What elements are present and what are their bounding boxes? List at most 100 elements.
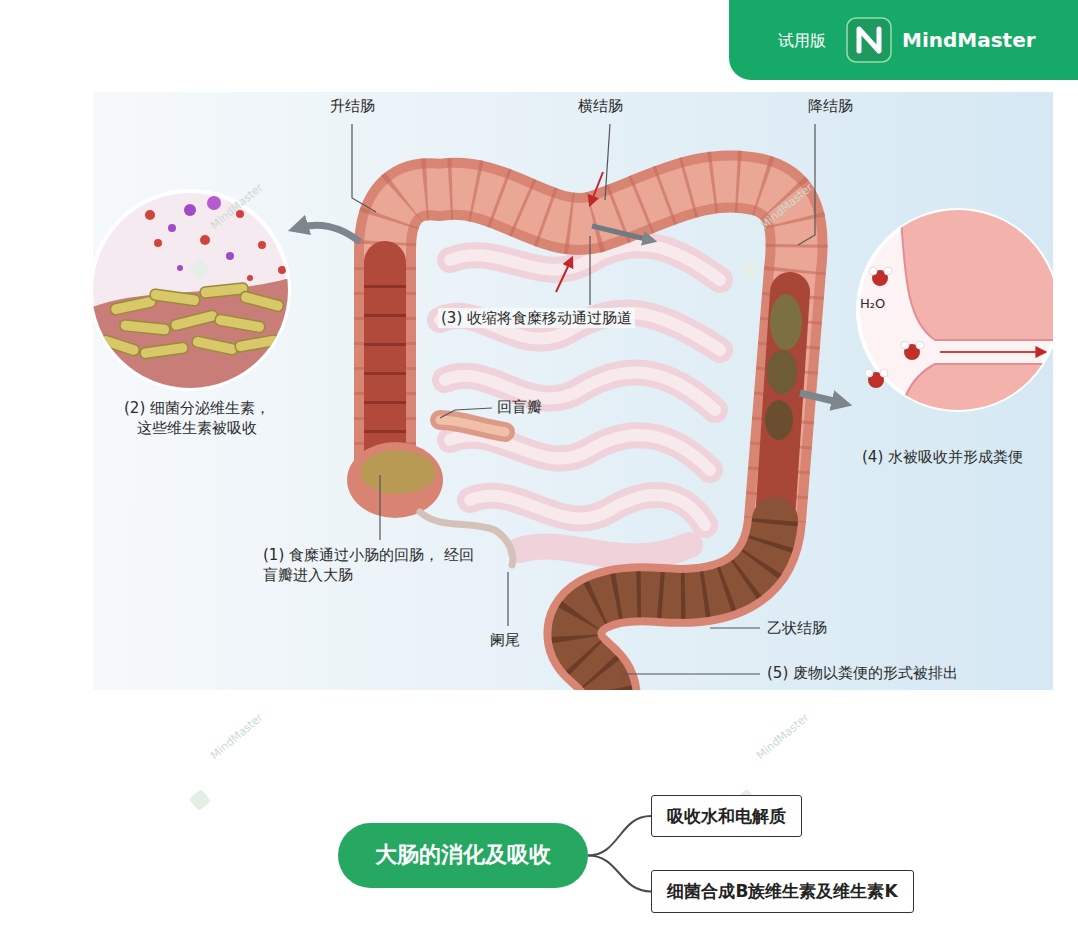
hydrogen-atom <box>901 341 909 349</box>
feces <box>767 350 797 394</box>
vitamin-dot <box>184 204 196 216</box>
watermark: MindMaster <box>758 181 817 234</box>
leader-line <box>352 124 376 212</box>
vitamin-dot <box>154 239 162 247</box>
bacterium <box>140 342 189 360</box>
leader-lines <box>352 124 815 674</box>
inset-arrow <box>800 393 842 403</box>
watermark-icon <box>189 259 212 282</box>
callout-note: (4) 水被吸收并形成粪便 <box>862 447 1023 467</box>
subtopic-text: 吸收水和电解质 <box>667 806 786 826</box>
brand-name: MindMaster <box>902 28 1036 52</box>
bacterium <box>239 290 284 312</box>
leader-line <box>507 572 508 626</box>
bacterium <box>191 335 238 355</box>
leader-line <box>440 408 492 418</box>
absorption-detail <box>900 205 1053 420</box>
watermark-icon <box>739 259 762 282</box>
vitamins <box>145 196 286 281</box>
colon-highlight <box>385 181 797 690</box>
bacteria-detail <box>93 196 300 400</box>
leader-line <box>589 236 590 305</box>
bacterium <box>99 334 140 357</box>
colon-cutaway <box>364 262 406 462</box>
molecule-label: H₂O <box>860 295 885 313</box>
small-intestine <box>440 245 720 556</box>
sigmoid-cutaway <box>574 520 775 690</box>
vitamin-dot <box>145 210 155 220</box>
colon-wall <box>385 181 797 690</box>
part-name: 乙状结肠 <box>767 618 827 638</box>
leader-line <box>622 673 760 674</box>
ileum <box>440 420 505 432</box>
subtopic-node: 吸收水和电解质 <box>651 795 802 837</box>
feces <box>574 520 775 690</box>
watermark-icon <box>189 789 212 812</box>
part-name: 阑尾 <box>490 630 520 650</box>
intestine-highlight <box>445 373 715 410</box>
vitamin-dot <box>226 252 234 260</box>
bacterium <box>149 289 200 307</box>
leader-line <box>710 627 760 628</box>
part-name: 回盲瓣 <box>497 397 542 417</box>
edition-tag: 试用版 <box>778 31 826 50</box>
hydrogen-atom <box>869 267 877 275</box>
colon <box>385 181 797 690</box>
callout-note: (2) 细菌分泌维生素， 这些维生素被吸收 <box>116 398 278 439</box>
mucosa-fold <box>364 262 406 462</box>
trial-badge: 试用版 MindMaster <box>729 0 1078 80</box>
bacterium <box>120 319 171 335</box>
callout-note: (5) 废物以粪便的形式被排出 <box>767 663 958 683</box>
subtopic-node: 细菌合成B族维生素及维生素K <box>651 870 914 913</box>
haustra <box>385 181 797 520</box>
bacterium <box>234 334 279 352</box>
contraction-arrow <box>590 172 603 205</box>
topic-node: 大肠的消化及吸收 <box>338 823 588 888</box>
inset-arrow <box>298 225 360 242</box>
logo-tile <box>847 18 891 62</box>
app-logo <box>846 17 892 63</box>
hydrogen-atom <box>865 369 873 377</box>
watermark-icons <box>189 259 762 812</box>
callout-note: (1) 食糜通过小肠的回肠， 经回盲瓣进入大肠 <box>263 545 475 586</box>
feces <box>765 400 793 440</box>
hydrogen-atom <box>880 369 888 377</box>
hydrogen-atom <box>916 341 924 349</box>
bacterium <box>170 309 219 331</box>
bacteria <box>99 283 284 360</box>
colon-wall-tissue <box>902 364 1053 420</box>
watermark: MindMaster <box>754 711 813 764</box>
branch-connector <box>588 856 651 892</box>
anatomy-figure <box>93 92 1053 690</box>
mucosa-tissue <box>93 275 300 400</box>
contraction-arrow <box>556 258 572 292</box>
chyme <box>360 450 436 494</box>
vitamin-dot <box>177 265 183 271</box>
bacterium <box>109 295 156 315</box>
colon-wall-tissue <box>900 205 1053 340</box>
vitamin-dot <box>207 196 221 210</box>
watermark: MindMaster <box>208 711 267 764</box>
water-molecules <box>865 267 924 388</box>
intestine-highlight <box>470 495 705 525</box>
watermark: MindMaster <box>208 181 267 234</box>
callout-note: (3) 收缩将食糜移动通过肠道 <box>438 308 635 328</box>
hydrogen-atom <box>884 267 892 275</box>
leader-line <box>379 475 380 540</box>
intestine-highlight <box>450 435 710 470</box>
feces <box>770 294 802 350</box>
logo-mark <box>859 29 879 51</box>
leader-line <box>605 124 610 200</box>
intestine-loop <box>445 373 715 410</box>
bacterium <box>214 314 265 334</box>
branch-connector <box>588 816 651 856</box>
part-name: 降结肠 <box>808 96 853 116</box>
peristalsis-arrow <box>592 226 650 240</box>
subtopic-text: 细菌合成B族维生素及维生素K <box>667 881 897 901</box>
intestine-loop <box>470 495 705 525</box>
ileum-highlight <box>440 420 505 432</box>
topic-text: 大肠的消化及吸收 <box>375 842 551 868</box>
